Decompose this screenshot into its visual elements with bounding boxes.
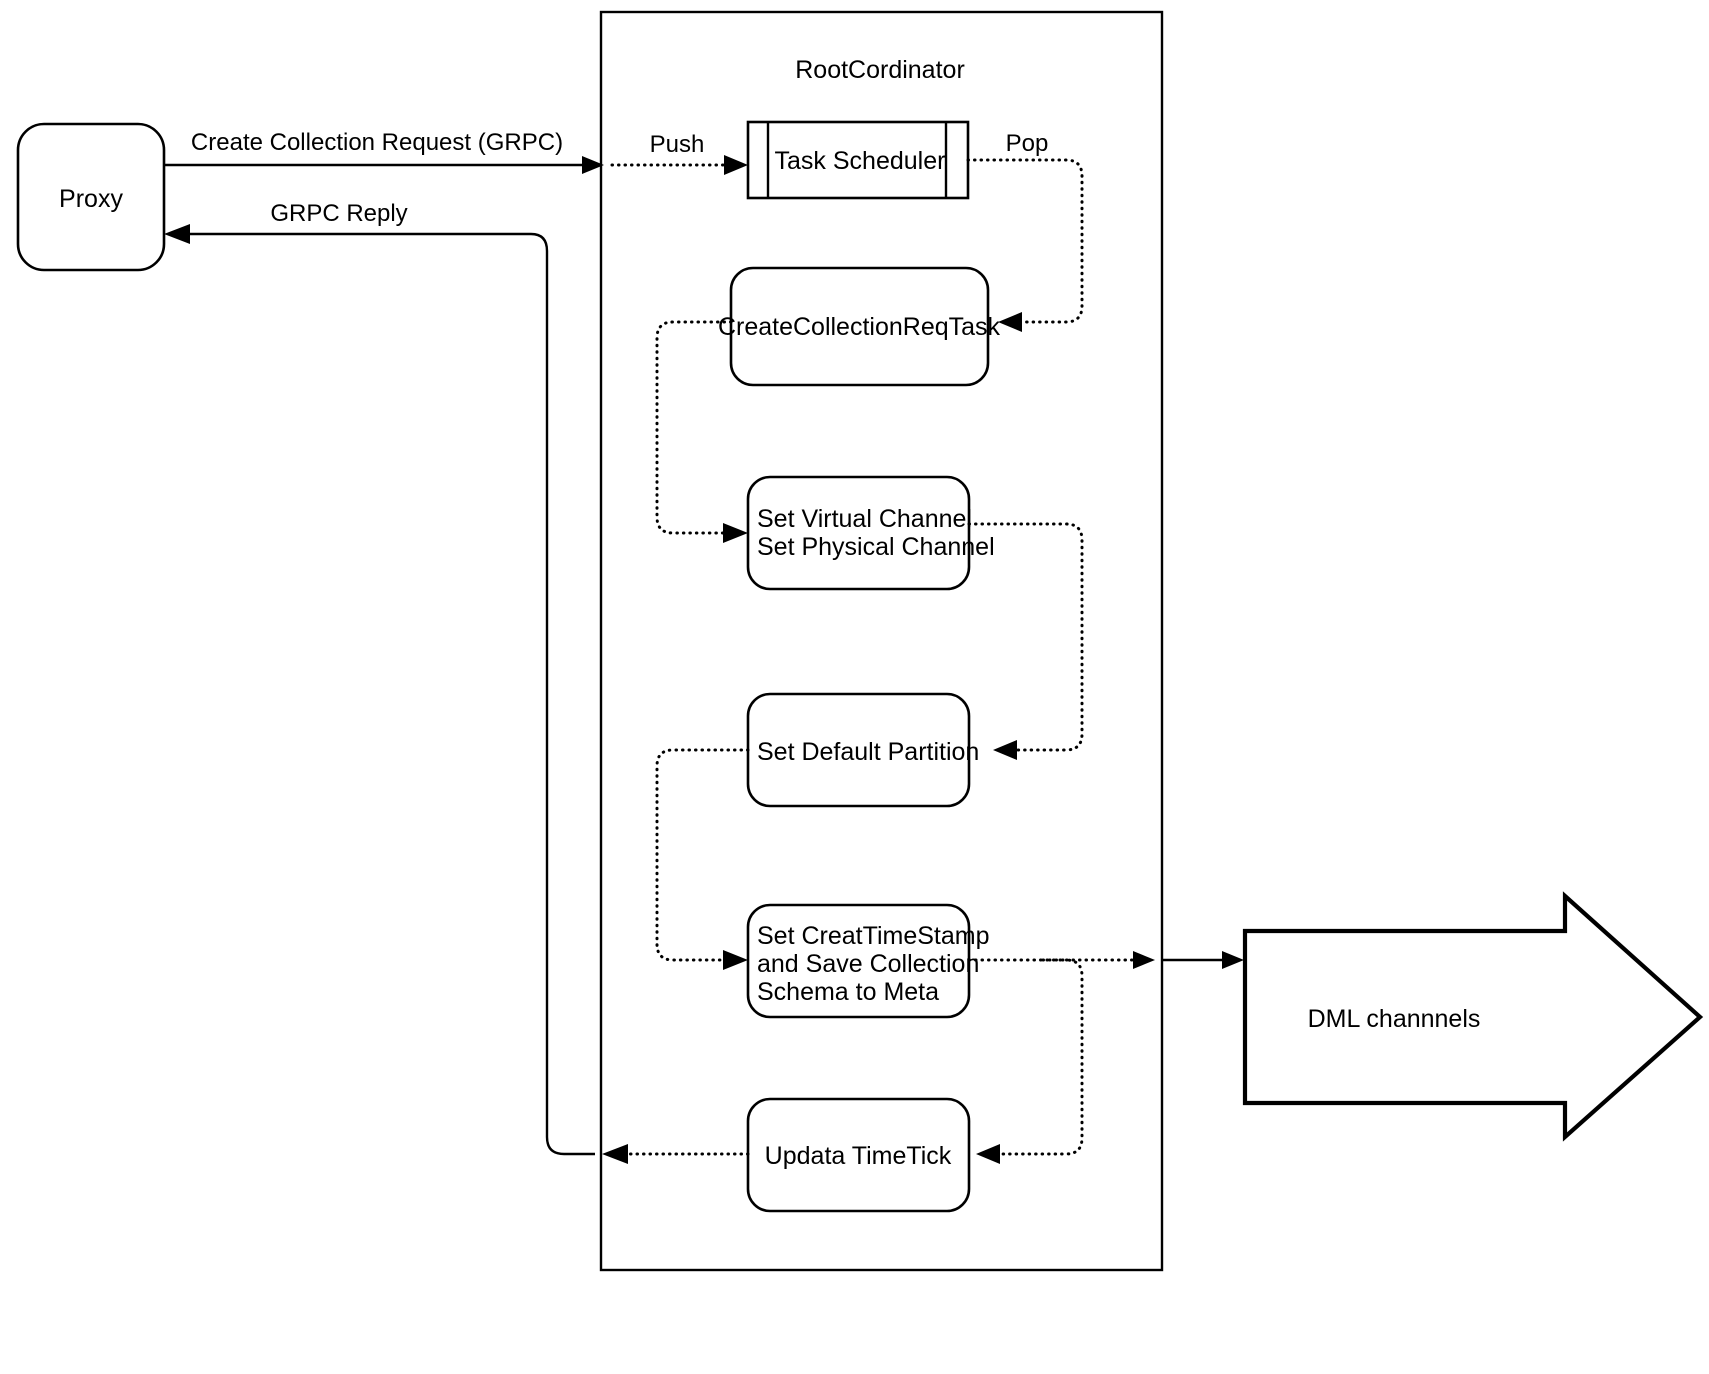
edge-grpc-reply-label: GRPC Reply [270,200,407,227]
edge-timestamp-to-dml-arrowhead-inner [1133,951,1155,969]
edge-create-collection-request-label: Create Collection Request (GRPC) [191,129,563,156]
node-proxy-label: Proxy [59,185,123,213]
node-set-channels-line-1: Set Virtual Channel [757,505,972,533]
edge-push-arrowhead [724,155,748,175]
node-dml-channels[interactable] [1242,891,1704,1142]
edge-timestamp-to-timetick-arrowhead [976,1144,1000,1164]
edge-grpc-reply [190,232,595,1156]
edge-timetick-to-frame-arrowhead [602,1144,628,1164]
node-set-channels-line-2: Set Physical Channel [757,533,995,561]
edge-channels-to-partition-arrowhead [993,740,1017,760]
edge-partition-to-timestamp [655,748,750,962]
edge-pop-label: Pop [1006,130,1049,157]
edge-pop [966,158,1084,324]
node-task-scheduler[interactable] [746,120,970,200]
node-proxy[interactable] [16,122,166,272]
edge-push-label: Push [650,131,705,158]
node-set-channels[interactable] [746,475,971,591]
edge-timestamp-to-timetick [998,958,1084,1156]
edge-partition-to-timestamp-arrowhead [723,950,748,970]
node-set-create-timestamp-line-2: and Save Collection [757,950,979,978]
edge-frame-to-dml-arrowhead [1222,951,1244,969]
node-task-scheduler-label: Task Scheduler [775,147,946,175]
edge-create-collection-request-arrowhead [582,156,604,174]
node-set-create-timestamp-line-1: Set CreatTimeStamp [757,922,989,950]
edge-grpc-reply-arrowhead [164,224,190,244]
rootcordinator-title: RootCordinator [795,56,965,84]
node-create-collection-req-task-label: CreateCollectionReqTask [718,313,1001,341]
node-set-create-timestamp-line-3: Schema to Meta [757,978,939,1006]
edge-task-to-channels [655,320,733,535]
edge-task-to-channels-arrowhead [723,523,748,543]
node-set-default-partition-label: Set Default Partition [757,738,979,766]
node-dml-channels-label: DML channnels [1308,1005,1481,1033]
edge-channels-to-partition [967,522,1084,752]
rootcordinator-frame [599,10,1164,1272]
edge-pop-arrowhead [998,312,1022,332]
node-create-collection-req-task[interactable] [729,266,990,387]
node-update-timetick-label: Updata TimeTick [765,1142,952,1170]
